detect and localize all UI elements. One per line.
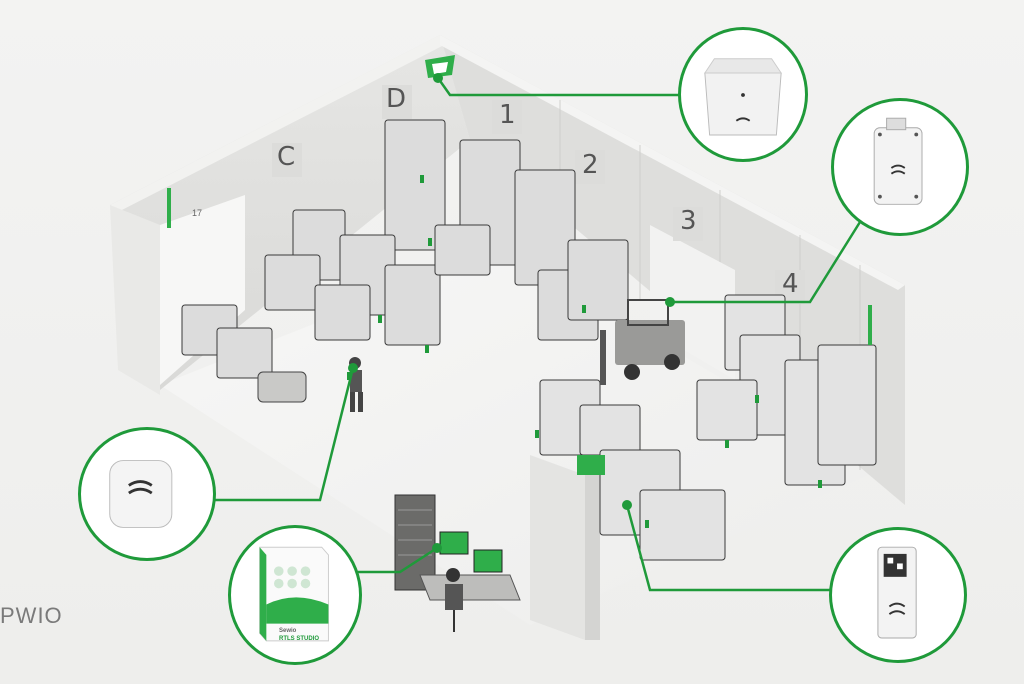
rack-group-left (181, 119, 629, 379)
ceiling-anchor-device (425, 55, 455, 78)
front-gateway-device (577, 455, 605, 475)
control-desk (394, 494, 521, 632)
zone-label-3: 3 (680, 206, 697, 236)
callout-wearable-tag (78, 427, 216, 561)
worker (347, 357, 363, 412)
ceiling-anchor-icon (703, 58, 783, 136)
brand-logo-text: PWIO (0, 603, 63, 628)
door-sign: 17 (192, 208, 203, 218)
autonomous-cart (257, 371, 307, 403)
forklift (600, 299, 685, 385)
zone-label-1: 1 (499, 100, 516, 130)
callout-asset-tag (829, 527, 967, 663)
callout-wall-gateway (831, 98, 969, 236)
zone-label-c: C (277, 142, 296, 172)
wearable-tag-icon (109, 460, 173, 528)
left-dock-door (160, 195, 245, 385)
callout-rtls-software: Sewio RTLS STUDIO (228, 525, 362, 665)
front-right-wall (530, 455, 585, 640)
rtls-studio-software-icon (259, 546, 329, 642)
wall-gateway-icon (873, 117, 923, 205)
zone-label-2: 2 (582, 150, 599, 180)
callout-ceiling-anchor (678, 27, 808, 162)
zone-label-d: D (386, 84, 407, 114)
asset-tag-icon (877, 546, 917, 639)
software-title: RTLS STUDIO (279, 636, 319, 642)
callout-connectors (210, 77, 862, 592)
zone-label-4: 4 (782, 269, 799, 299)
software-vendor: Sewio (279, 628, 297, 634)
rack-group-right (539, 294, 877, 561)
